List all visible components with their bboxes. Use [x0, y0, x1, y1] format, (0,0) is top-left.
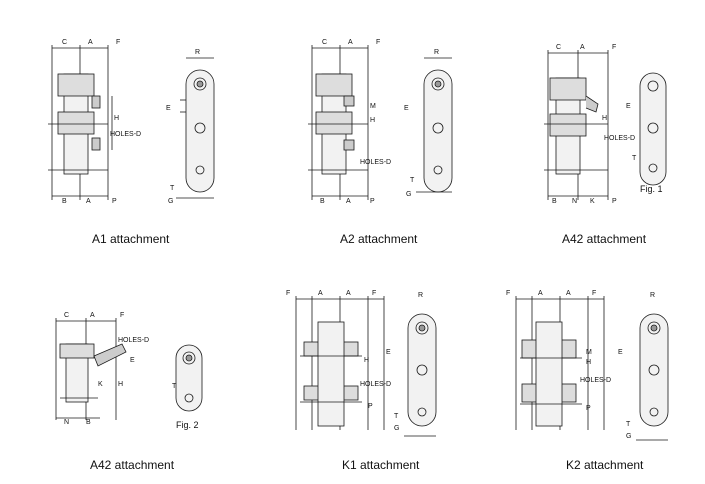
- dim-b: B: [62, 198, 67, 205]
- a42-fig1-drawing: C A F H HOLES-D B N K P E T Fig. 1: [544, 44, 667, 205]
- svg-text:H: H: [364, 357, 369, 364]
- svg-text:A: A: [346, 198, 351, 205]
- svg-text:F: F: [376, 39, 380, 46]
- svg-text:G: G: [406, 191, 411, 198]
- svg-text:E: E: [130, 357, 135, 364]
- svg-text:A: A: [580, 44, 585, 51]
- svg-text:HOLES-D: HOLES-D: [360, 159, 391, 166]
- dim-f: F: [116, 39, 120, 46]
- dim-t: T: [170, 185, 175, 192]
- svg-text:C: C: [556, 44, 561, 51]
- dim-a: A: [88, 39, 93, 46]
- svg-text:HOLES-D: HOLES-D: [604, 135, 635, 142]
- svg-text:B: B: [320, 198, 325, 205]
- fig1-label: Fig. 1: [640, 184, 663, 194]
- dim-p: P: [112, 198, 117, 205]
- dim-g: G: [168, 198, 173, 205]
- svg-text:F: F: [506, 290, 510, 297]
- a1-drawing: C A F H HOLES-D B A P R E T G: [48, 39, 215, 205]
- svg-text:N: N: [572, 198, 577, 205]
- svg-text:F: F: [592, 290, 596, 297]
- svg-text:HOLES-D: HOLES-D: [580, 377, 611, 384]
- caption-k2: K2 attachment: [566, 458, 644, 472]
- svg-text:T: T: [632, 155, 637, 162]
- svg-text:H: H: [602, 115, 607, 122]
- a2-drawing: C A F M H HOLES-D B A P R E T G: [308, 39, 453, 205]
- svg-text:G: G: [394, 425, 399, 432]
- dim-a2: A: [86, 198, 91, 205]
- svg-text:R: R: [434, 49, 439, 56]
- svg-text:E: E: [404, 105, 409, 112]
- svg-text:F: F: [612, 44, 616, 51]
- svg-text:R: R: [650, 292, 655, 299]
- a42-fig2-drawing: C A F HOLES-D E H K N B T Fig. 2: [55, 312, 203, 430]
- dim-h: H: [114, 115, 119, 122]
- svg-text:F: F: [372, 290, 376, 297]
- svg-text:HOLES-D: HOLES-D: [360, 381, 391, 388]
- svg-text:G: G: [626, 433, 631, 440]
- svg-text:T: T: [410, 177, 415, 184]
- svg-text:K: K: [590, 198, 595, 205]
- svg-text:C: C: [322, 39, 327, 46]
- svg-text:P: P: [612, 198, 617, 205]
- k2-drawing: F A A F M H HOLES-D P R E T G: [506, 290, 669, 441]
- svg-text:A: A: [346, 290, 351, 297]
- svg-text:H: H: [586, 359, 591, 366]
- svg-text:A: A: [348, 39, 353, 46]
- holes-label: HOLES-D: [110, 131, 141, 138]
- svg-text:E: E: [618, 349, 623, 356]
- svg-text:H: H: [118, 381, 123, 388]
- svg-text:M: M: [370, 103, 376, 110]
- svg-text:C: C: [64, 312, 69, 319]
- svg-text:B: B: [86, 419, 91, 426]
- svg-text:E: E: [626, 103, 631, 110]
- k1-drawing: F A A F H HOLES-D P R E T G: [286, 290, 437, 437]
- svg-text:E: E: [386, 349, 391, 356]
- caption-k1: K1 attachment: [342, 458, 420, 472]
- svg-text:R: R: [418, 292, 423, 299]
- svg-text:B: B: [552, 198, 557, 205]
- svg-text:M: M: [586, 349, 592, 356]
- dim-e: E: [166, 105, 171, 112]
- svg-text:T: T: [394, 413, 399, 420]
- svg-text:HOLES-D: HOLES-D: [118, 337, 149, 344]
- svg-text:F: F: [286, 290, 290, 297]
- svg-text:K: K: [98, 381, 103, 388]
- svg-text:A: A: [566, 290, 571, 297]
- caption-a1: A1 attachment: [92, 232, 170, 246]
- dim-r: R: [195, 49, 200, 56]
- svg-text:P: P: [370, 198, 375, 205]
- svg-text:H: H: [370, 117, 375, 124]
- dim-c: C: [62, 39, 67, 46]
- svg-text:T: T: [172, 383, 177, 390]
- svg-text:T: T: [626, 421, 631, 428]
- caption-a42-fig2: A42 attachment: [90, 458, 175, 472]
- svg-text:A: A: [538, 290, 543, 297]
- svg-text:A: A: [90, 312, 95, 319]
- svg-text:A: A: [318, 290, 323, 297]
- svg-text:P: P: [368, 403, 373, 410]
- caption-a2: A2 attachment: [340, 232, 418, 246]
- svg-text:F: F: [120, 312, 124, 319]
- caption-a42-fig1: A42 attachment: [562, 232, 647, 246]
- fig2-label: Fig. 2: [176, 420, 199, 430]
- svg-text:P: P: [586, 405, 591, 412]
- svg-text:N: N: [64, 419, 69, 426]
